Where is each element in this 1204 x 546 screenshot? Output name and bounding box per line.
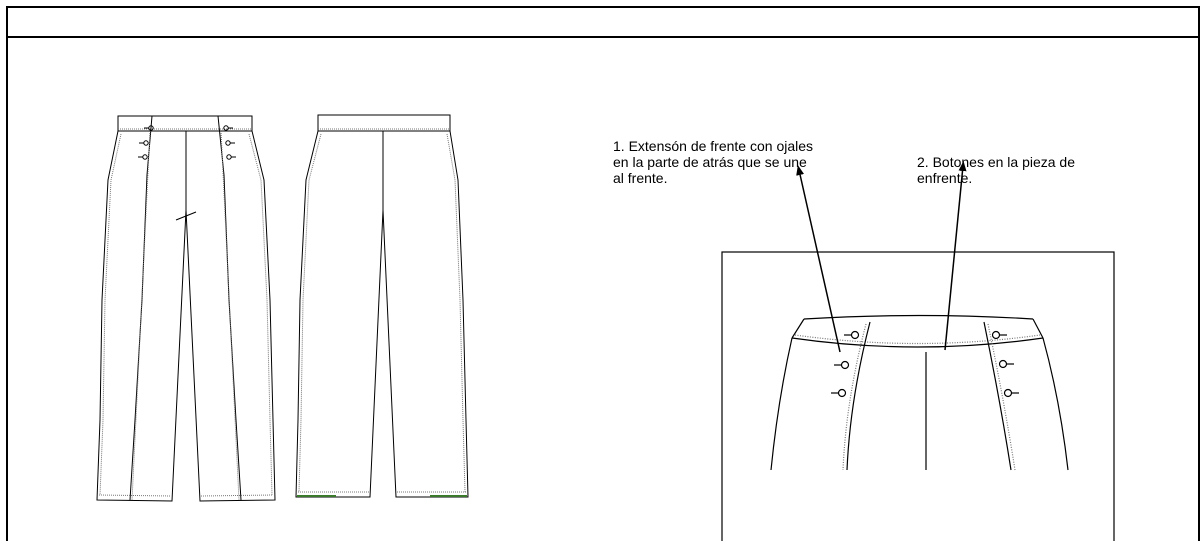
detail-left-side <box>770 337 793 471</box>
front-right-extension-topstitch <box>220 130 240 501</box>
front-buttons-right <box>223 125 236 160</box>
front-left-hem-stitch <box>98 494 172 497</box>
callout-2-line-2: enfrente. <box>917 170 973 186</box>
back-right-side-stitch <box>446 133 466 493</box>
detail-waistband-top <box>803 314 1034 320</box>
detail-buttons-right <box>991 330 1019 398</box>
detail-right-extension-seam <box>983 321 1012 471</box>
callout-1-line-1: 1. Extensón de frente con ojales <box>613 138 814 154</box>
front-left-extension-seam <box>129 115 153 501</box>
callout-2-arrow <box>944 161 967 351</box>
detail-left-extension-topstitch <box>842 323 867 471</box>
front-buttons-left <box>138 125 154 160</box>
detail-waistband-bottom <box>791 337 1044 348</box>
detail-right-extension-topstitch <box>987 323 1016 471</box>
back-outline <box>295 130 469 498</box>
back-left-side-stitch <box>298 133 322 493</box>
detail-buttonholes-left <box>831 330 860 398</box>
sheet-border <box>6 6 1200 546</box>
callout-1-line-2: en la parte de atrás que se une <box>613 154 807 170</box>
detail-left-extension-seam <box>846 321 871 471</box>
detail-waistband-stitch <box>794 334 1041 345</box>
callout-1-arrow <box>796 165 841 353</box>
callout-front-buttons: 2. Botones en la pieza de enfrente. <box>917 154 1177 186</box>
front-left-extension-topstitch <box>131 130 151 501</box>
detail-zoom-frame <box>721 251 1115 546</box>
callout-2-line-1: 2. Botones en la pieza de <box>917 154 1076 170</box>
front-left-side-stitch <box>99 133 122 496</box>
pants-front-flat <box>96 115 276 502</box>
callout-1-line-3: al frente. <box>613 170 668 186</box>
front-right-extension-seam <box>217 115 242 501</box>
waistband-detail-zoom <box>770 314 1069 471</box>
callout-extension-buttonholes: 1. Extensón de frente con ojales en la p… <box>613 138 913 186</box>
front-crease-mark <box>175 211 197 221</box>
front-right-hem-stitch <box>200 494 274 497</box>
detail-right-side <box>1042 337 1069 471</box>
pants-back-flat <box>295 114 469 498</box>
front-right-side-stitch <box>248 133 273 496</box>
